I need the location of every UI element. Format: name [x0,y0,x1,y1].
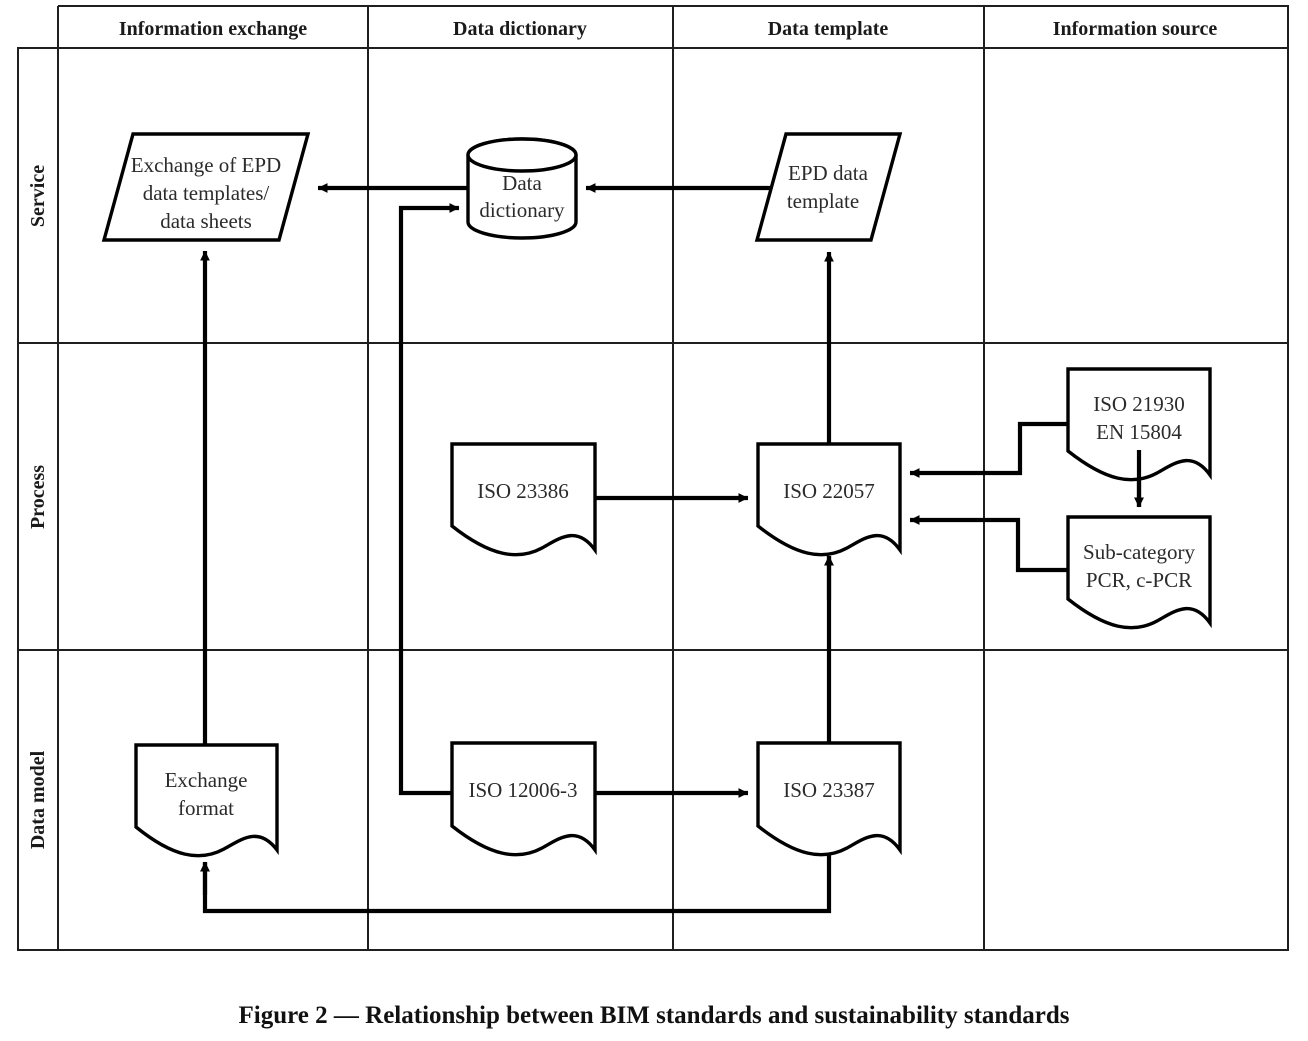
connection-iso12006-3-to-data-dictionary [398,203,460,796]
exchange-epd-label-line1: Exchange of EPD [131,153,281,177]
column-header-data-template: Data template [768,18,889,40]
iso-22057-document[interactable] [756,442,902,557]
node-iso-23387[interactable]: ISO 23387 [756,741,902,857]
iso-21930-label-line1: ISO 21930 [1093,392,1185,416]
iso-23387-document[interactable] [756,741,902,857]
sub-category-pcr-document[interactable] [1066,515,1212,630]
node-exchange-epd[interactable]: Exchange of EPD data templates/ data she… [101,132,311,242]
node-exchange-format[interactable]: Exchange format [134,743,279,858]
row-header-data-model: Data model [27,750,49,849]
exchange-epd-label-line2: data templates/ [143,181,270,205]
sub-category-pcr-label-line2: PCR, c-PCR [1086,568,1192,592]
iso-21930-en-15804-document[interactable] [1066,367,1212,482]
row-headers: Service Process Data model [27,165,49,849]
epd-data-template-parallelogram[interactable] [754,132,903,242]
column-headers: Information exchange Data dictionary Dat… [119,18,1218,40]
figure-caption: Figure 2 — Relationship between BIM stan… [239,1002,1070,1029]
data-dictionary-label-line1: Data [502,171,542,195]
exchange-format-label-line1: Exchange [165,768,248,792]
column-header-information-exchange: Information exchange [119,18,307,40]
epd-data-template-label-line1: EPD data [788,161,869,185]
exchange-epd-label-line3: data sheets [160,209,252,233]
iso-22057-label: ISO 22057 [783,479,875,503]
iso-12006-3-label: ISO 12006-3 [468,778,577,802]
connections-overlay [200,450,1144,895]
epd-data-template-label-line2: template [787,189,859,213]
iso-21930-label-line2: EN 15804 [1096,420,1182,444]
node-iso-12006-3[interactable]: ISO 12006-3 [450,741,597,857]
data-dictionary-label-line2: dictionary [479,198,565,222]
node-iso-21930-en-15804[interactable]: ISO 21930 EN 15804 [1066,367,1212,482]
iso-23386-document[interactable] [450,442,597,557]
node-epd-data-template[interactable]: EPD data template [754,132,903,242]
row-header-service: Service [27,165,49,227]
connection-sub-category-pcr-to-iso22057 [909,515,1068,573]
exchange-format-label-line2: format [178,796,234,820]
iso-23387-label: ISO 23387 [783,778,875,802]
iso-12006-3-document[interactable] [450,741,597,857]
exchange-epd-parallelogram[interactable] [101,132,311,242]
sub-category-pcr-label-line1: Sub-category [1083,540,1195,564]
row-header-process: Process [27,465,49,529]
exchange-format-document[interactable] [134,743,279,858]
connection-iso21930-to-iso22057 [909,421,1068,478]
data-dictionary-cylinder-top [466,137,578,173]
iso-23386-label: ISO 23386 [477,479,569,503]
column-header-data-dictionary: Data dictionary [453,18,587,40]
grid-frame [17,5,1289,951]
node-iso-23386[interactable]: ISO 23386 [450,442,597,557]
node-iso-22057[interactable]: ISO 22057 [756,442,902,557]
column-header-information-source: Information source [1053,18,1218,40]
node-sub-category-pcr[interactable]: Sub-category PCR, c-PCR [1066,515,1212,630]
node-data-dictionary[interactable]: Data dictionary [466,137,578,240]
